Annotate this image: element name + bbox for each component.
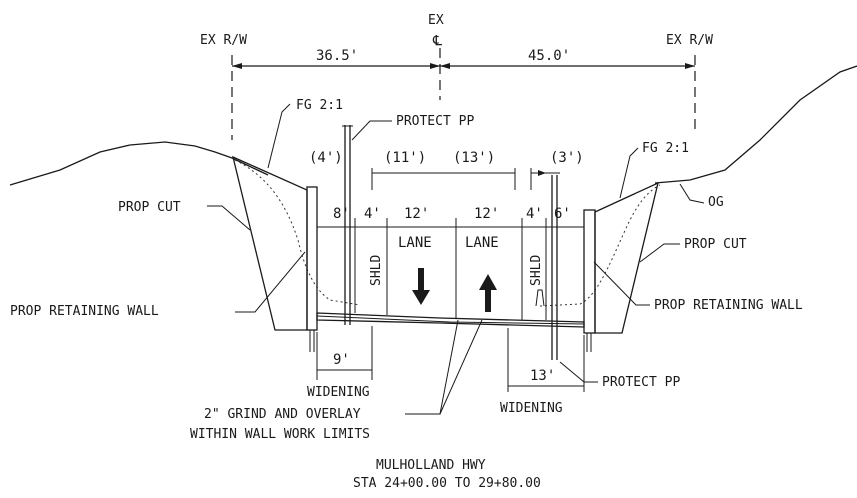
utility-bump	[535, 289, 545, 307]
dim-arrow	[685, 63, 695, 69]
exist-lane-left-dim: (11')	[384, 150, 426, 166]
prop-12-right-dim: 12'	[474, 206, 499, 222]
down-arrow-icon	[412, 268, 430, 305]
lane-left-label: LANE	[398, 235, 432, 251]
prop-12-left-dim: 12'	[404, 206, 429, 222]
prop-cut-block-left	[232, 155, 308, 331]
original-ground-line	[9, 141, 269, 186]
dim-arrow	[440, 63, 450, 69]
lane-right-label: LANE	[465, 235, 499, 251]
widening-right-dim: 13'	[530, 368, 555, 384]
grind-overlay-leader-2	[439, 319, 483, 415]
protect-pp-top-leader	[351, 120, 392, 141]
original-ground-line-right	[654, 65, 857, 184]
prop-4-left-dim: 4'	[364, 206, 381, 222]
prop-cut-right-leader	[639, 243, 680, 263]
retaining-wall-right-leader	[593, 261, 650, 306]
fg-right-leader	[619, 147, 639, 199]
grind-overlay-line2: WITHIN WALL WORK LIMITS	[190, 427, 370, 442]
dim-arrow	[538, 170, 546, 176]
prop-6-dim: 6'	[554, 206, 571, 222]
grind-overlay-leader	[405, 319, 459, 415]
prop-cut-left-leader	[207, 205, 251, 231]
og-label: OG	[708, 195, 724, 210]
up-arrow-icon	[479, 274, 497, 312]
dim-arrow	[430, 63, 440, 69]
grind-overlay-line1: 2" GRIND AND OVERLAY	[204, 407, 361, 422]
ex-label: EX	[428, 13, 444, 28]
prop-8-dim: 8'	[333, 206, 350, 222]
retaining-wall-left-leader	[235, 251, 306, 313]
widening-left-label: WIDENING	[307, 385, 370, 400]
fg-left-leader	[267, 103, 291, 169]
shld-right-label: SHLD	[529, 255, 544, 286]
protect-pp-top-label: PROTECT PP	[396, 114, 474, 129]
protect-pp-bottom-leader	[559, 361, 598, 383]
protect-pp-bottom-label: PROTECT PP	[602, 375, 680, 390]
prop-cut-block-right	[594, 181, 659, 334]
retaining-wall-right-label: PROP RETAINING WALL	[654, 298, 803, 313]
section-title: MULHOLLAND HWY	[376, 458, 486, 473]
fg-left-label: FG 2:1	[296, 98, 343, 113]
pavement-section	[316, 312, 585, 328]
existing-ground-dotted-right	[539, 184, 661, 307]
widening-right-label: WIDENING	[500, 401, 563, 416]
centerline-symbol: ℄	[432, 33, 442, 49]
shld-left-label: SHLD	[369, 255, 384, 286]
exist-lane-right-dim: (13')	[453, 150, 495, 166]
og-leader	[679, 183, 705, 204]
rw-left-dimension: 36.5'	[316, 48, 358, 64]
exist-shoulder-left-dim: (4')	[309, 150, 343, 166]
existing-ground-dotted	[234, 159, 361, 306]
prop-cut-left-label: PROP CUT	[118, 200, 181, 215]
retaining-wall-left-label: PROP RETAINING WALL	[10, 304, 159, 319]
retaining-wall-right	[583, 209, 596, 334]
ex-rw-right-label: EX R/W	[666, 33, 713, 48]
fg-right-label: FG 2:1	[642, 141, 689, 156]
dim-arrow	[232, 63, 242, 69]
exist-shoulder-right-dim: (3')	[550, 150, 584, 166]
prop-cut-right-label: PROP CUT	[684, 237, 747, 252]
retaining-wall-left	[306, 186, 318, 331]
widening-left-dim: 9'	[333, 352, 350, 368]
rw-right-dimension: 45.0'	[528, 48, 570, 64]
prop-4-right-dim: 4'	[526, 206, 543, 222]
section-stationing: STA 24+00.00 TO 29+80.00	[353, 476, 541, 491]
pavement-edge	[316, 315, 585, 325]
ex-rw-left-label: EX R/W	[200, 33, 247, 48]
